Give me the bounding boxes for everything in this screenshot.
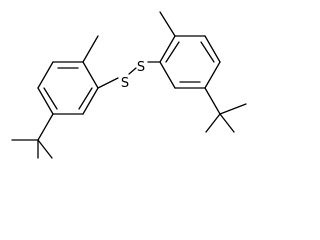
tert-butyl-methyl-bond: [219, 103, 247, 115]
left-ring-bond: [37, 87, 54, 115]
right-ring-bond: [204, 61, 221, 89]
right-ring-bond: [159, 61, 176, 89]
left-aryl-ring: [37, 61, 99, 115]
left-aryl-sulfur-bond: [97, 77, 119, 89]
sulfur-atom-right: S: [137, 60, 145, 75]
left-ring-double-bond: [43, 87, 58, 110]
disulfide-bond: [128, 67, 137, 75]
tert-butyl-methyl-bond: [37, 139, 53, 159]
tert-butyl-methyl-bond: [205, 113, 221, 133]
tert-butyl-bond: [204, 87, 221, 115]
left-ring-double-bond: [78, 87, 93, 110]
left-tert-butyl-group: [11, 113, 54, 159]
left-methyl-bond: [82, 35, 99, 63]
right-ring-bond: [159, 35, 176, 63]
right-ring-bond: [204, 35, 221, 63]
right-ring-double-bond: [165, 41, 180, 63]
left-ring-bond: [82, 87, 99, 115]
right-aryl-ring: [159, 35, 221, 89]
right-ring-double-bond: [200, 41, 215, 63]
tert-butyl-bond: [37, 113, 54, 141]
left-ring-bond: [37, 61, 54, 89]
left-ring-bond: [82, 61, 99, 89]
sulfur-atom-left: S: [121, 76, 129, 91]
right-methyl-bond: [159, 11, 176, 37]
right-tert-butyl-group: [204, 87, 247, 133]
disulfide-structure-diagram: S S: [11, 11, 247, 159]
tert-butyl-methyl-bond: [219, 113, 235, 133]
